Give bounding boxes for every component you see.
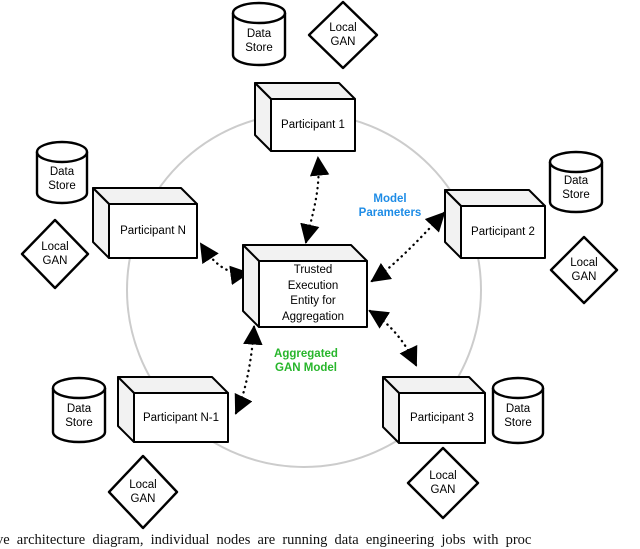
arrow-center-participant-2 bbox=[370, 211, 446, 283]
trusted-execution-entity-node bbox=[242, 244, 368, 328]
arrow-center-participant-n1 bbox=[234, 325, 263, 415]
participant-n1-node bbox=[117, 376, 229, 443]
data-store-cylinder-top bbox=[231, 1, 287, 67]
local-gan-diamond-left bbox=[20, 218, 90, 290]
local-gan-diamond-top bbox=[307, 0, 379, 70]
participant-2-node bbox=[444, 189, 546, 259]
arrow-center-participant-1 bbox=[300, 156, 330, 244]
data-store-cylinder-left bbox=[35, 140, 89, 205]
arrow-center-participant-3 bbox=[368, 309, 418, 367]
arrow-center-participant-n bbox=[199, 242, 250, 286]
data-store-cylinder-bottom-right bbox=[491, 376, 545, 445]
local-gan-diamond-bottom-left bbox=[107, 454, 179, 530]
data-store-cylinder-bottom-left bbox=[51, 376, 107, 444]
participant-1-node bbox=[254, 82, 356, 152]
local-gan-diamond-right bbox=[549, 235, 619, 305]
participant-n-node bbox=[92, 187, 198, 259]
participant-3-node bbox=[382, 376, 486, 444]
local-gan-diamond-bottom-right bbox=[406, 446, 480, 520]
data-store-cylinder-right bbox=[548, 150, 604, 214]
figure-caption: ve architecture diagram, individual node… bbox=[0, 532, 532, 548]
